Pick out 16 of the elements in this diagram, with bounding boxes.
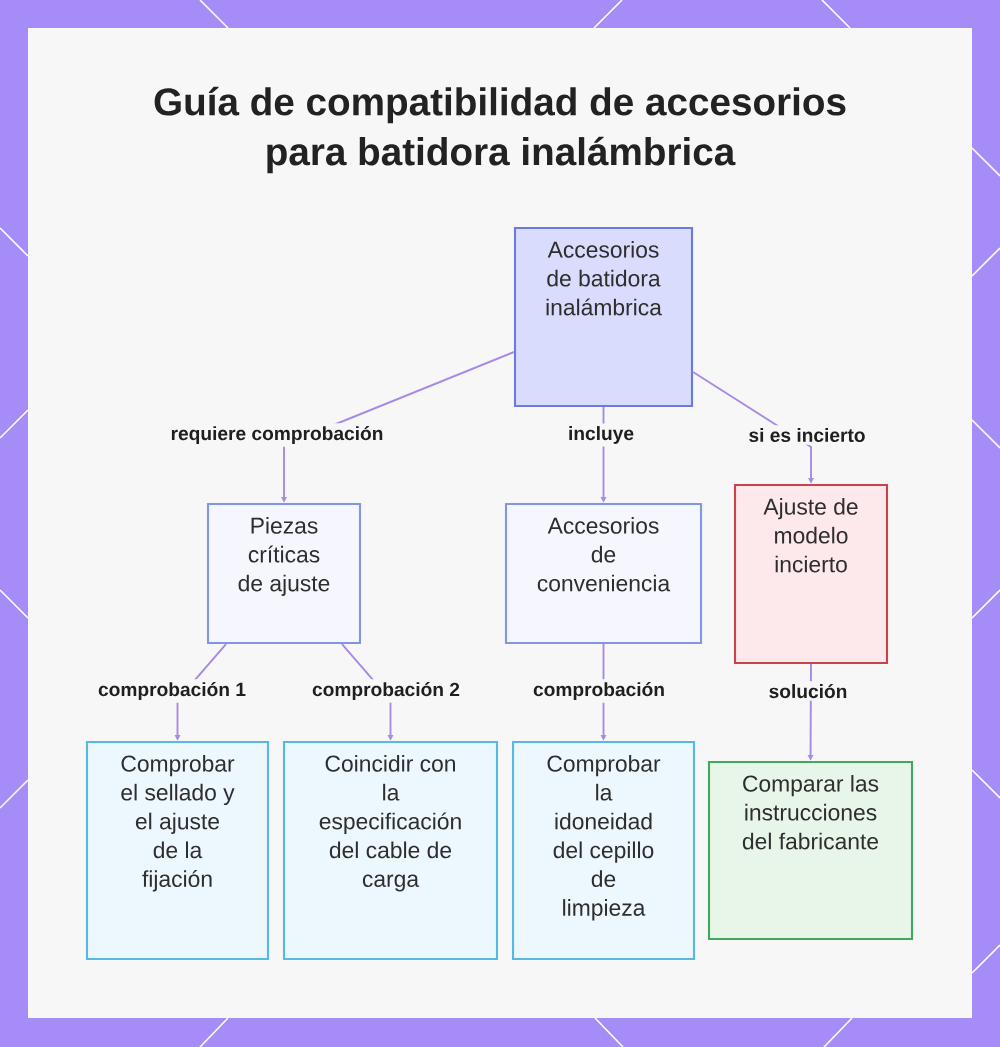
edge-label: comprobación 2 bbox=[308, 679, 464, 703]
process-box: Ajuste de modelo incierto bbox=[733, 483, 889, 665]
edge-label: requiere comprobación bbox=[167, 423, 387, 447]
process-box: Coincidir con la especificación del cable de carga bbox=[282, 740, 499, 961]
edge-label: solución bbox=[765, 681, 851, 701]
edge-label: comprobación 1 bbox=[94, 679, 250, 703]
process-box: Piezas críticas de ajuste bbox=[206, 502, 362, 645]
process-box: Comprobar el sellado y el ajuste de la fijación bbox=[85, 740, 270, 961]
process-box: Comprobar la idoneidad del cepillo de limpieza bbox=[511, 740, 696, 961]
process-box: Comparar las instrucciones del fabricante bbox=[707, 760, 914, 941]
title: Guía de compatibilidad de accesorios para batidora inalámbrica bbox=[154, 86, 846, 174]
edge-label: incluye bbox=[564, 423, 638, 447]
process-box: Accesorios de conveniencia bbox=[504, 502, 703, 645]
process-box: Accesorios de batidora inalámbrica bbox=[513, 226, 694, 408]
edge-label: comprobación bbox=[529, 679, 669, 703]
edge-label: si es incierto bbox=[744, 425, 870, 445]
